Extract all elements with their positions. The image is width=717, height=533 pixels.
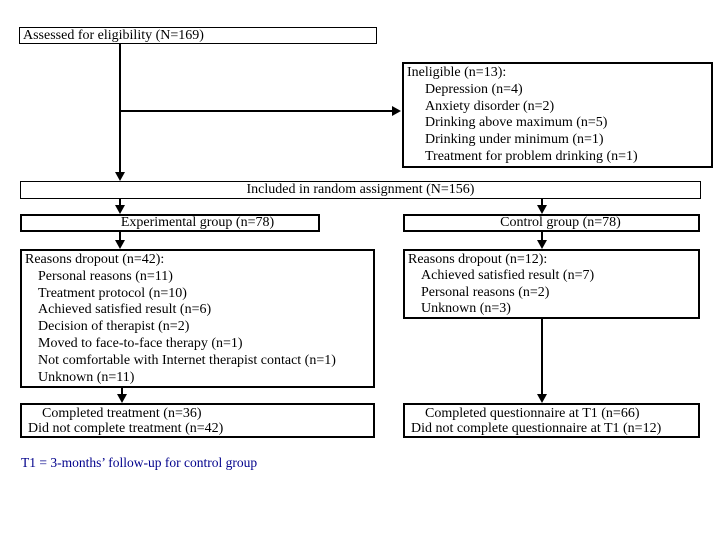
assessed-label: Assessed for eligibility (N=169) [23,28,204,43]
dropout-experimental-title: Reasons dropout (n=42): [25,252,165,267]
box-control-group: Control group (n=78) [403,214,700,232]
box-reasons-dropout-control: Reasons dropout (n=12): Achieved satisfi… [403,249,700,319]
outcome-line: Did not complete treatment (n=42) [28,421,224,436]
list-item: Moved to face-to-face therapy (n=1) [38,335,243,351]
connector-dropout-outcome-experimental [121,388,123,395]
connector-included-control [541,199,543,206]
arrowhead-down-icon [117,394,127,403]
list-item: Unknown (n=3) [421,301,511,317]
list-item: Achieved satisfied result (n=6) [38,302,212,318]
box-outcome-experimental: Completed treatment (n=36) Did not compl… [20,403,375,438]
arrowhead-down-icon [115,205,125,214]
connector-included-experimental [119,199,121,206]
list-item: Treatment protocol (n=10) [38,285,187,301]
arrowhead-down-icon [537,240,547,249]
connector-branch-ineligible [119,110,393,112]
box-experimental-group: Experimental group (n=78) [20,214,320,232]
connector-control-dropout [541,232,543,241]
box-reasons-dropout-experimental: Reasons dropout (n=42): Personal reasons… [20,249,375,388]
list-item: Treatment for problem drinking (n=1) [425,148,638,164]
box-outcome-control: Completed questionnaire at T1 (n=66) Did… [403,403,700,438]
list-item: Not comfortable with Internet therapist … [38,352,336,368]
list-item: Drinking above maximum (n=5) [425,115,608,131]
box-included-random-assignment: Included in random assignment (N=156) [20,181,701,199]
connector-assessed-included [119,43,121,172]
arrowhead-down-icon [115,172,125,181]
list-item: Decision of therapist (n=2) [38,319,190,335]
outcome-line: Did not complete questionnaire at T1 (n=… [411,421,662,436]
experimental-label: Experimental group (n=78) [120,215,275,230]
ineligible-title: Ineligible (n=13): [407,65,507,80]
footnote-t1-definition: T1 = 3-months’ follow-up for control gro… [21,455,258,470]
arrowhead-right-icon [392,106,401,116]
box-assessed-eligibility: Assessed for eligibility (N=169) [19,27,377,44]
outcome-line: Completed questionnaire at T1 (n=66) [425,406,640,421]
dropout-control-title: Reasons dropout (n=12): [408,252,548,267]
control-label: Control group (n=78) [500,215,621,230]
arrowhead-down-icon [537,205,547,214]
list-item: Depression (n=4) [425,81,523,97]
list-item: Drinking under minimum (n=1) [425,132,604,148]
list-item: Achieved satisfied result (n=7) [421,268,595,284]
list-item: Unknown (n=11) [38,369,135,385]
outcome-line: Completed treatment (n=36) [42,406,202,421]
list-item: Personal reasons (n=2) [421,284,550,300]
box-ineligible: Ineligible (n=13): Depression (n=4) Anxi… [402,62,713,168]
list-item: Anxiety disorder (n=2) [425,98,555,114]
arrowhead-down-icon [537,394,547,403]
connector-dropout-outcome-control [541,319,543,395]
included-label: Included in random assignment (N=156) [246,182,475,197]
connector-experimental-dropout [119,232,121,241]
arrowhead-down-icon [115,240,125,249]
list-item: Personal reasons (n=11) [38,268,173,284]
